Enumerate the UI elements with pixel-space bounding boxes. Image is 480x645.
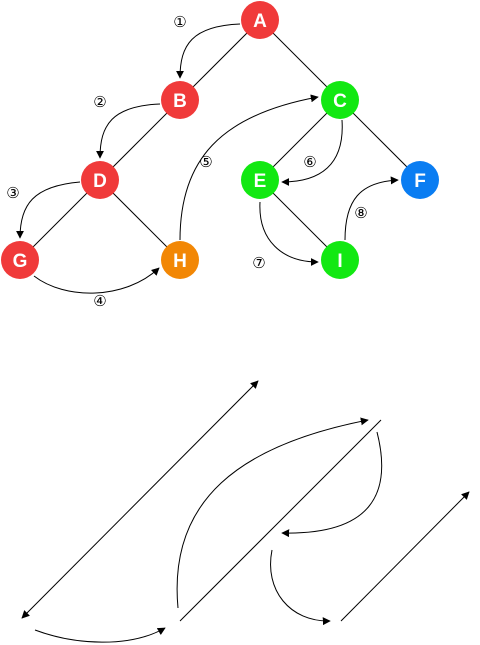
tree-edges <box>19 19 421 261</box>
sketch-upper-curve-arrow <box>176 417 369 609</box>
node-e-label: E <box>254 171 267 192</box>
step-label-1: ① <box>173 13 186 31</box>
step-label-7: ⑦ <box>252 254 265 272</box>
node-h-label: H <box>173 251 187 272</box>
node-b-label: B <box>173 91 187 112</box>
node-a: A <box>241 1 279 39</box>
sketch-lower-hook-arrow <box>270 549 331 626</box>
step-arrow-6 <box>281 119 343 186</box>
traversal-arrows <box>16 23 399 294</box>
node-i-circle <box>321 241 359 279</box>
node-d: D <box>81 161 119 199</box>
node-d-circle <box>81 161 119 199</box>
step-label-8: ⑧ <box>354 204 367 222</box>
node-f: F <box>401 161 439 199</box>
sketch-right-hook-arrow <box>281 431 383 538</box>
step-arrow-3 <box>16 181 81 239</box>
step-arrow-1 <box>176 23 241 79</box>
node-a-label: A <box>253 11 267 32</box>
node-h-circle <box>161 241 199 279</box>
graph-nodes: A B C D E F G H <box>1 1 439 279</box>
node-f-label: F <box>414 171 426 192</box>
sketch-bottom-curve-arrow <box>34 627 166 643</box>
node-a-circle <box>241 1 279 39</box>
step-label-5: ⑤ <box>199 153 212 171</box>
sketch-middle-diagonal <box>179 419 382 622</box>
step-arrow-2 <box>96 103 161 159</box>
node-e-circle <box>241 161 279 199</box>
node-h: H <box>161 241 199 279</box>
sketch-right-diagonal-arrow <box>340 491 470 622</box>
node-g-label: G <box>13 251 28 272</box>
step-arrow-5 <box>179 94 319 241</box>
node-c: C <box>321 81 359 119</box>
step-arrow-8 <box>344 176 399 241</box>
step-label-2: ② <box>93 93 106 111</box>
node-c-label: C <box>333 91 347 112</box>
node-g-circle <box>1 241 39 279</box>
sketch-long-double-arrow <box>21 380 259 619</box>
step-arrow-4 <box>33 267 160 294</box>
node-i: I <box>321 241 359 279</box>
step-label-3: ③ <box>6 184 19 202</box>
node-c-circle <box>321 81 359 119</box>
node-g: G <box>1 241 39 279</box>
node-b: B <box>161 81 199 119</box>
step-label-4: ④ <box>93 292 106 310</box>
path-sketch <box>21 380 470 643</box>
step-labels: ① ② ③ ④ ⑤ ⑥ ⑦ ⑧ <box>6 13 367 310</box>
node-b-circle <box>161 81 199 119</box>
step-arrow-7 <box>259 201 319 266</box>
node-d-label: D <box>93 171 107 192</box>
step-label-6: ⑥ <box>303 153 316 171</box>
node-f-circle <box>401 161 439 199</box>
node-e: E <box>241 161 279 199</box>
node-i-label: I <box>337 251 342 272</box>
